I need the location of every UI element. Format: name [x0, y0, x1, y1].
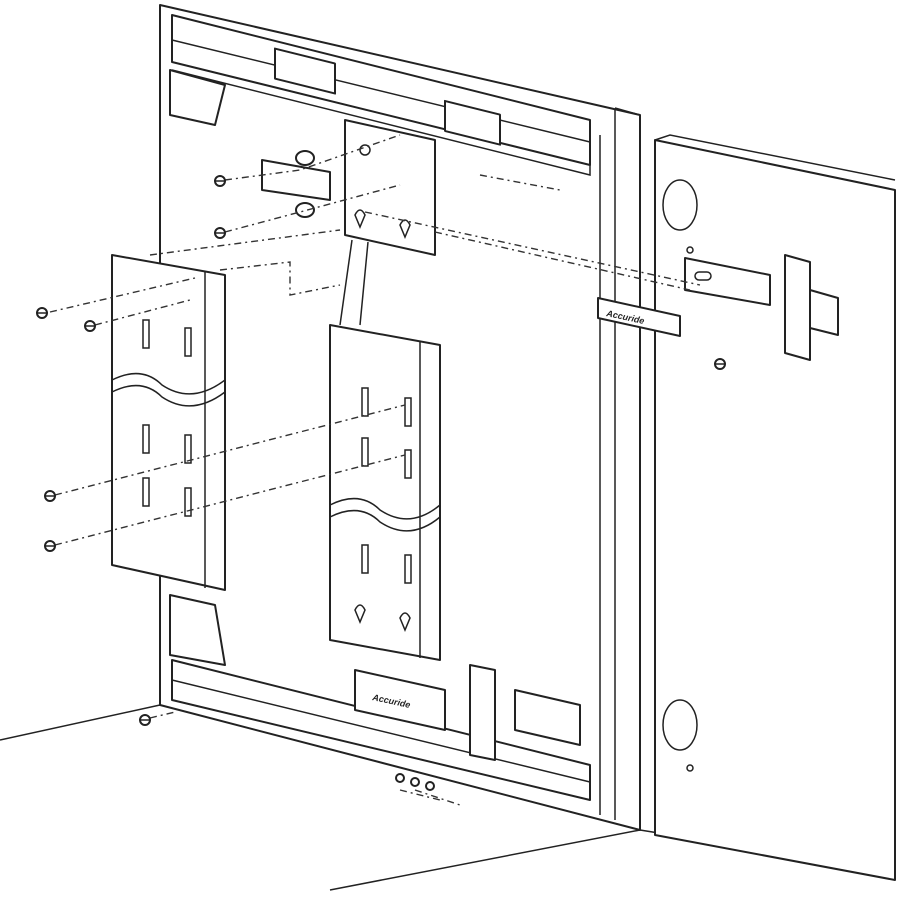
- logo-plate: Accuride: [597, 297, 681, 337]
- screw-icon: [44, 540, 56, 552]
- screw-icon: [139, 714, 151, 726]
- screws: [36, 175, 726, 791]
- center-extension-bracket: [329, 324, 441, 661]
- screw-icon: [714, 358, 726, 370]
- door-hinge: [684, 254, 839, 361]
- left-extension-bracket: [111, 254, 226, 591]
- screw-icon: [395, 773, 405, 783]
- bottom-slide: [169, 594, 591, 801]
- top-slide: [169, 14, 591, 176]
- screw-icon: [425, 781, 435, 791]
- hinge-cup-hole-bottom: [662, 699, 698, 751]
- hinge-cup-hole-top: [662, 179, 698, 231]
- screw-icon: [36, 307, 48, 319]
- screw-icon: [214, 175, 226, 187]
- screw-icon: [214, 227, 226, 239]
- alignment-lines: [49, 134, 701, 806]
- screw-icon: [84, 320, 96, 332]
- lower-hinge-bracket: Accuride: [354, 664, 581, 761]
- screw-icon: [44, 490, 56, 502]
- door-panel: [654, 134, 896, 881]
- screw-icon: [410, 777, 420, 787]
